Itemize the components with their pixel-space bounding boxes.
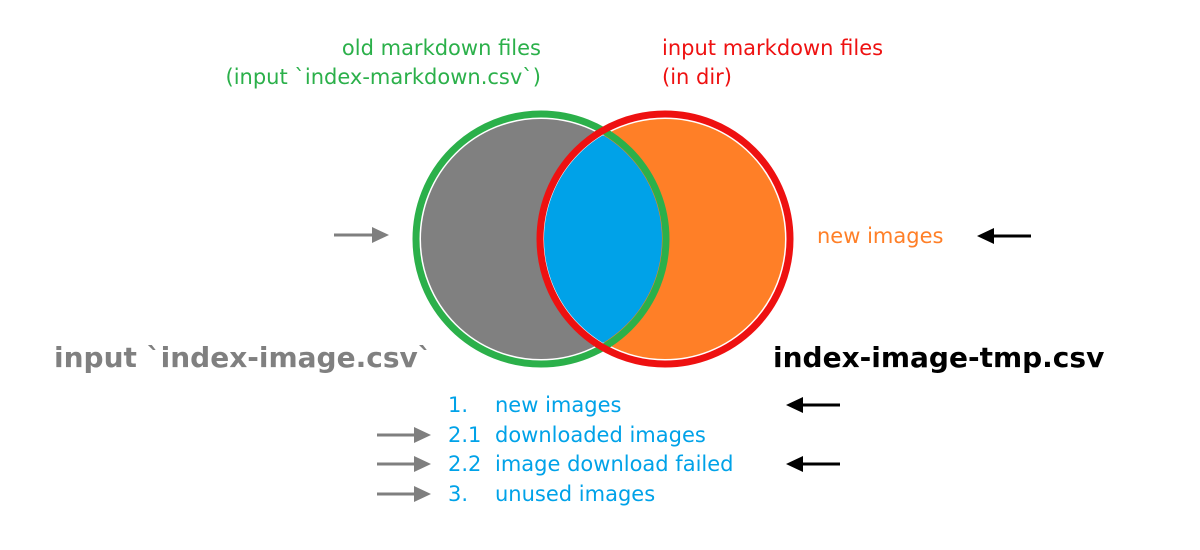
step-text-1: new images: [495, 393, 621, 417]
intersection-fill: [544, 118, 662, 360]
arrow-left-icon: [977, 228, 1031, 244]
input-markdown-title: input markdown files: [662, 36, 883, 60]
step-number-3: 3.: [448, 482, 468, 506]
step-text-3: unused images: [495, 482, 655, 506]
arrow-right-icon: [377, 486, 431, 502]
arrow-right-icon: [377, 456, 431, 472]
step-number-2-1: 2.1: [448, 423, 481, 447]
input-markdown-subtitle: (in dir): [662, 65, 732, 89]
step-text-2-2: image download failed: [495, 452, 734, 476]
left-file-label: input `index-image.csv`: [54, 341, 432, 374]
input-markdown-circle-outline: [536, 110, 794, 368]
arrow-left-icon: [786, 397, 840, 413]
arrow-right-icon: [377, 427, 431, 443]
arrow-left-icon: [786, 456, 840, 472]
old-markdown-circle-outline: [412, 110, 670, 368]
step-number-1: 1.: [448, 393, 468, 417]
old-markdown-subtitle: (input `index-markdown.csv`): [226, 65, 541, 89]
new-images-label: new images: [817, 224, 943, 248]
right-file-label: index-image-tmp.csv: [773, 341, 1104, 374]
step-number-2-2: 2.2: [448, 452, 481, 476]
step-text-2-1: downloaded images: [495, 423, 706, 447]
arrow-right-icon: [334, 227, 389, 243]
old-markdown-title: old markdown files: [342, 36, 541, 60]
